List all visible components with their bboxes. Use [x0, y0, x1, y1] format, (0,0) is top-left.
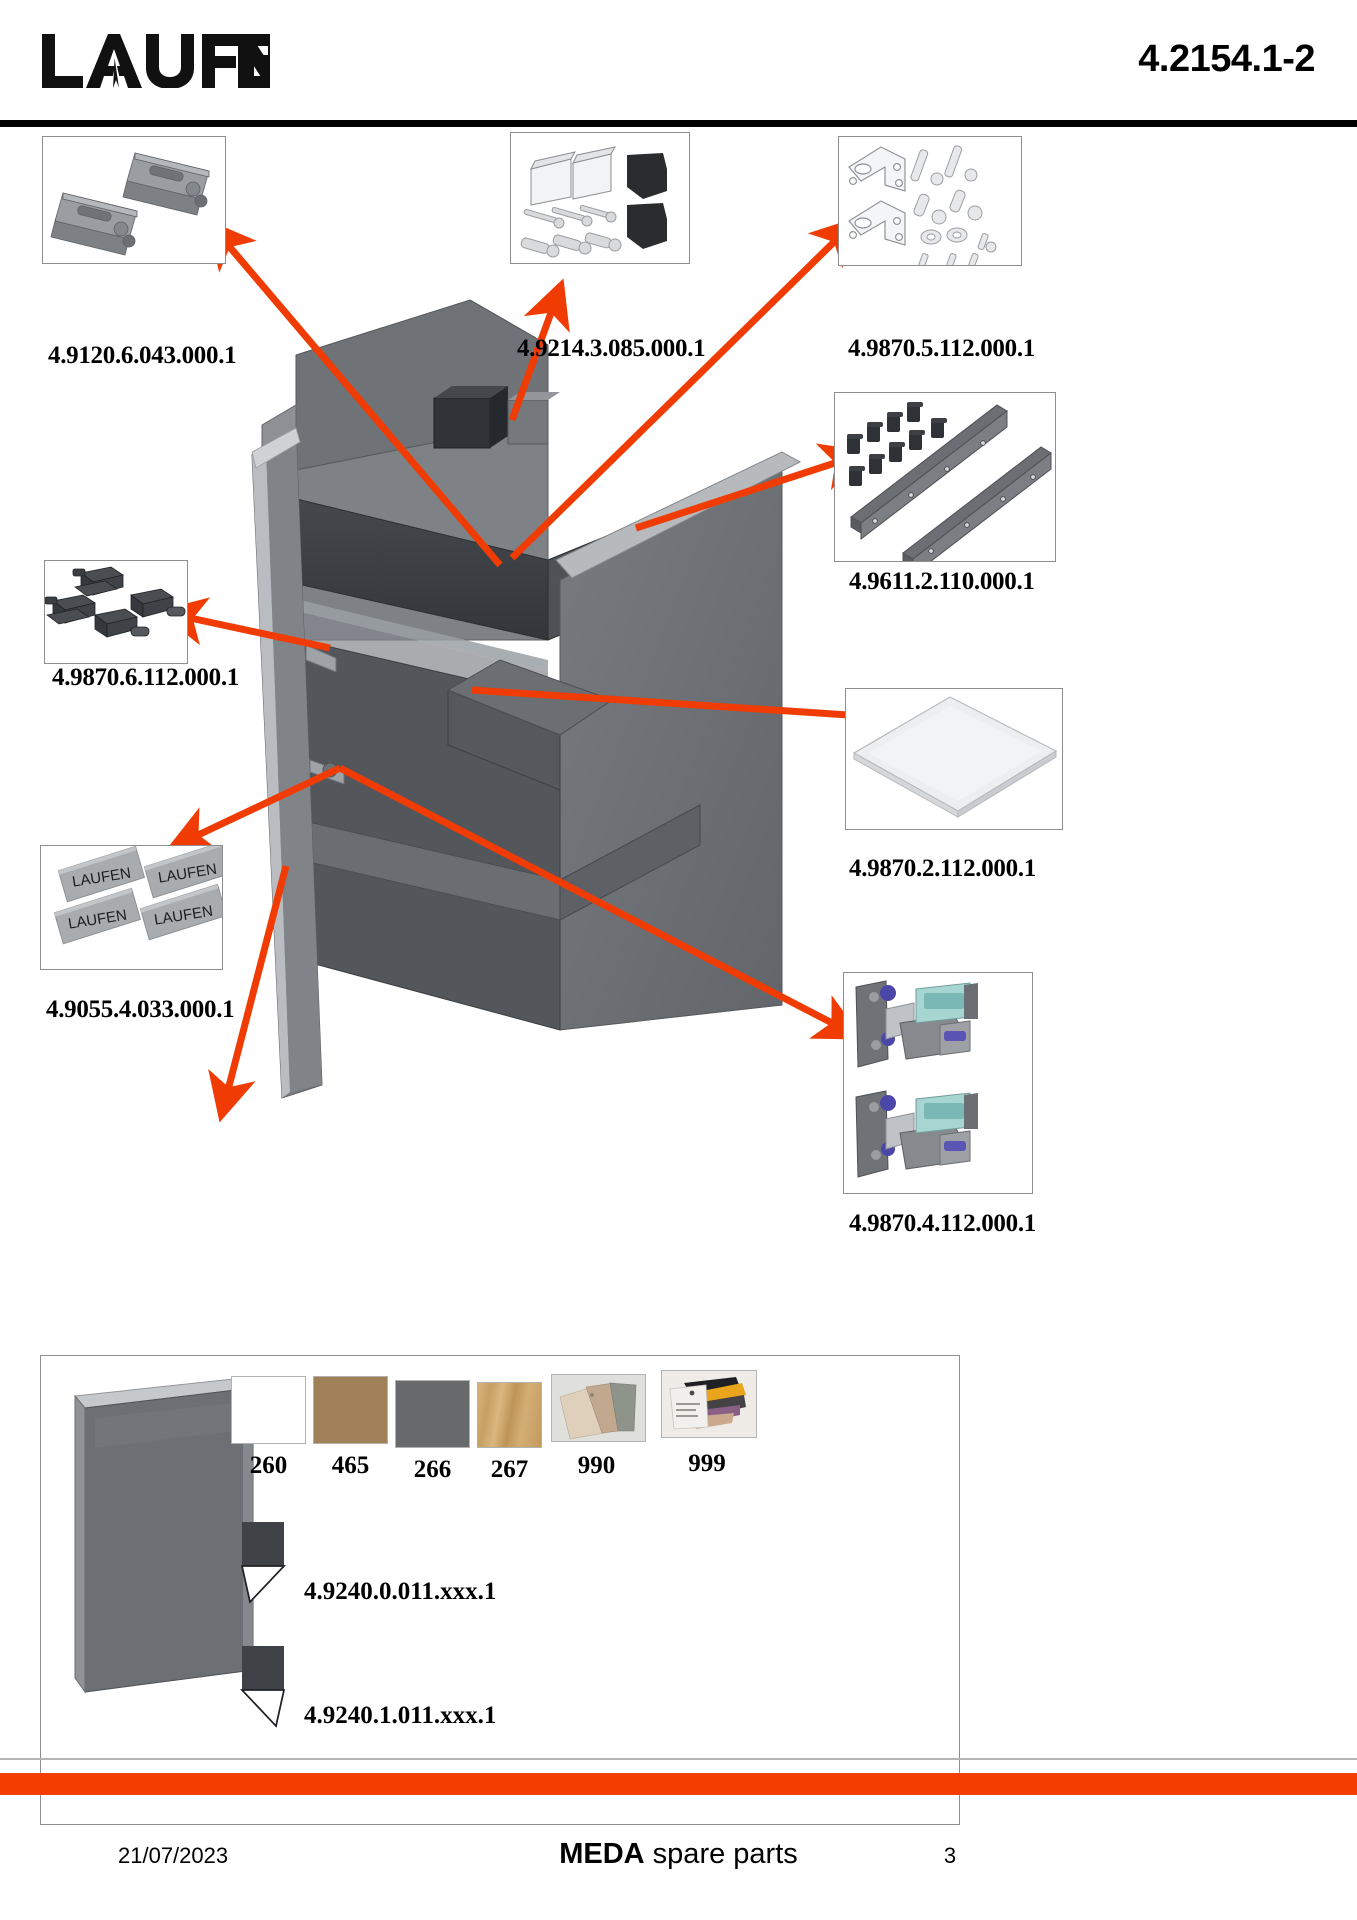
finish-num-465: 465 [331, 1452, 370, 1479]
finish-num-999: 999 [688, 1450, 726, 1477]
footer-title-bold: MEDA [559, 1838, 645, 1870]
footer-title: MEDA spare parts [0, 1838, 1357, 1871]
part-label-laufen-badges: 4.9055.4.033.000.1 [46, 996, 235, 1023]
part-box-laufen-badges: LAUFEN LAUFEN LAUFEN LAUFEN [40, 845, 223, 970]
part-box-shelf-supports [44, 560, 188, 664]
rail-set-illustration [847, 402, 1052, 561]
part-box-angle-bracket-set [838, 136, 1022, 266]
arrow-to-rail-set [634, 443, 870, 532]
edge-label-0: 4.9240.0.011.xxx.1 [304, 1578, 497, 1605]
finish-swatch-465 [313, 1376, 388, 1444]
arrow-to-laufen-badges [165, 764, 342, 852]
finish-swatch-267 [477, 1382, 542, 1448]
part-label-shelf-supports: 4.9870.6.112.000.1 [52, 664, 239, 691]
part-box-drawer-runners [42, 136, 226, 264]
finish-swatch-266 [395, 1380, 470, 1448]
arrow-to-shelf-supports [157, 597, 331, 652]
footer-title-rest: spare parts [644, 1838, 798, 1870]
arrow-to-drawer-runners [206, 219, 503, 568]
finish-num-260: 260 [249, 1452, 288, 1479]
edge-profile-bevel-right-icon [241, 1522, 286, 1604]
laufen-badge-illustration: LAUFEN LAUFEN LAUFEN LAUFEN [53, 846, 222, 945]
edge-profile-bevel-left-icon [240, 1646, 285, 1728]
part-box-rail-set [834, 392, 1056, 562]
part-box-bracket-screw-set [510, 132, 690, 264]
arrow-to-front-panel [208, 865, 290, 1123]
header-divider [0, 120, 1357, 127]
footer-accent-bar [0, 1773, 1357, 1795]
footer-divider [0, 1758, 1357, 1760]
finish-num-267: 267 [490, 1456, 529, 1483]
angle-bracket-set-illustration [848, 145, 997, 265]
edge-label-1: 4.9240.1.011.xxx.1 [304, 1702, 497, 1729]
part-label-rail-set: 4.9611.2.110.000.1 [849, 568, 1035, 595]
front-panel-finish-panel: 260 465 266 267 990 999 [40, 1355, 960, 1825]
part-label-bracket-screw-set: 4.9214.3.085.000.1 [517, 335, 706, 362]
finish-swatch-990 [551, 1374, 646, 1442]
part-label-drawer-runners: 4.9120.6.043.000.1 [48, 342, 237, 369]
footer-page-number: 3 [943, 1843, 957, 1868]
glass-shelf-illustration [852, 696, 1058, 818]
sample-fan-color-icon [669, 1377, 746, 1430]
page-header: 4.2154.1-2 [0, 0, 1357, 127]
document-code: 4.2154.1-2 [1138, 38, 1315, 80]
arrow-to-angle-bracket-set [509, 216, 860, 561]
laufen-logo [40, 32, 270, 88]
finish-swatch-999 [661, 1370, 757, 1438]
part-label-glass-shelf: 4.9870.2.112.000.1 [849, 855, 1036, 882]
footer-date: 21/07/2023 [118, 1843, 229, 1868]
arrow-to-hinge-set [338, 764, 864, 1040]
bracket-screw-set-illustration [520, 146, 667, 258]
finish-num-266: 266 [413, 1456, 452, 1483]
hinge-set-illustration [855, 980, 978, 1178]
finish-num-990: 990 [577, 1452, 616, 1479]
sample-fan-neutral-icon [559, 1382, 637, 1440]
part-box-hinge-set [843, 972, 1033, 1194]
finish-swatch-260 [231, 1376, 306, 1444]
drawer-runner-illustration [50, 152, 210, 256]
arrow-to-bracket-screw-set [508, 278, 570, 422]
shelf-support-illustration [45, 566, 186, 638]
part-label-hinge-set: 4.9870.4.112.000.1 [849, 1210, 1036, 1237]
part-label-angle-bracket-set: 4.9870.5.112.000.1 [848, 335, 1035, 362]
part-box-glass-shelf [845, 688, 1063, 830]
